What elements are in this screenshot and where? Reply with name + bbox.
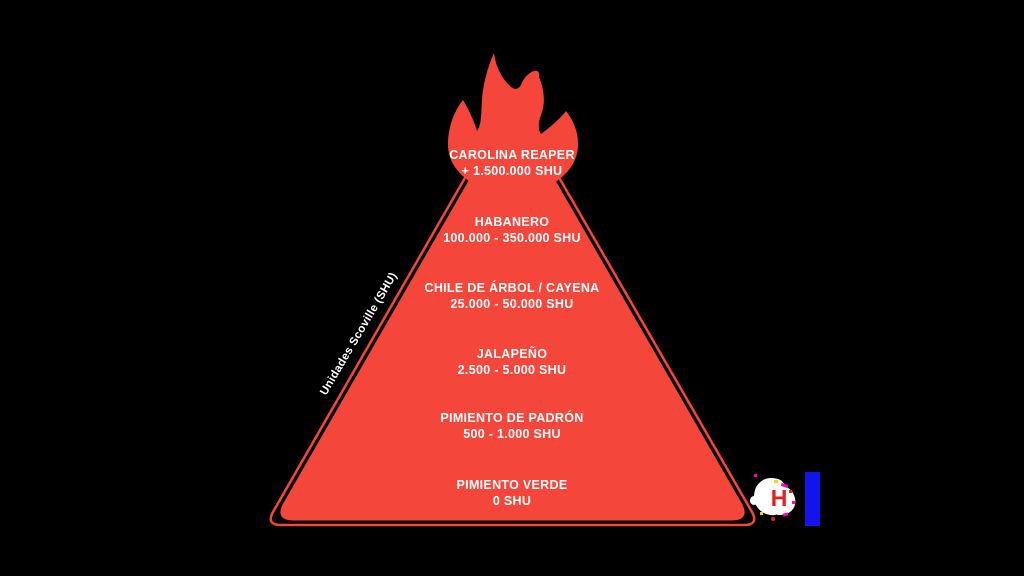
confetti-speck	[792, 501, 795, 504]
pyramid-fill	[280, 106, 745, 521]
pyramid-level-pimiento-de-padron: PIMIENTO DE PADRÓN 500 - 1.000 SHU	[212, 410, 812, 442]
confetti-speck	[774, 480, 778, 483]
pepper-name: HABANERO	[474, 215, 550, 229]
confetti-speck	[760, 512, 763, 515]
watermark-splash-blob	[750, 496, 758, 505]
pepper-name: CHILE DE ÁRBOL / CAYENA	[424, 281, 600, 295]
pepper-name: PIMIENTO VERDE	[456, 478, 568, 492]
pyramid-level-habanero: HABANERO 100.000 - 350.000 SHU	[212, 214, 812, 246]
pepper-shu-range: 2.500 - 5.000 SHU	[457, 363, 567, 377]
pepper-shu-range: 100.000 - 350.000 SHU	[443, 231, 581, 245]
confetti-speck	[754, 474, 757, 477]
pepper-name: JALAPEÑO	[476, 347, 548, 361]
pepper-shu-range: 0 SHU	[492, 494, 532, 508]
pyramid-level-carolina-reaper: CAROLINA REAPER + 1.500.000 SHU	[212, 147, 812, 179]
confetti-speck	[789, 490, 792, 493]
pepper-name: PIMIENTO DE PADRÓN	[440, 411, 584, 425]
pyramid-outline	[269, 94, 756, 527]
pyramid-level-jalapeno: JALAPEÑO 2.500 - 5.000 SHU	[212, 346, 812, 378]
watermark-blue-bar	[805, 472, 820, 526]
pepper-shu-range: 500 - 1.000 SHU	[463, 427, 561, 441]
watermark-h-logo: H	[770, 485, 788, 511]
flame-icon	[447, 53, 579, 194]
pepper-shu-range: 25.000 - 50.000 SHU	[450, 297, 574, 311]
pepper-name: CAROLINA REAPER	[449, 148, 575, 162]
confetti-speck	[771, 517, 775, 521]
pyramid-level-pimiento-verde: PIMIENTO VERDE 0 SHU	[212, 477, 812, 509]
pepper-shu-range: + 1.500.000 SHU	[461, 164, 563, 178]
pyramid-level-chile-de-arbol: CHILE DE ÁRBOL / CAYENA 25.000 - 50.000 …	[212, 280, 812, 312]
